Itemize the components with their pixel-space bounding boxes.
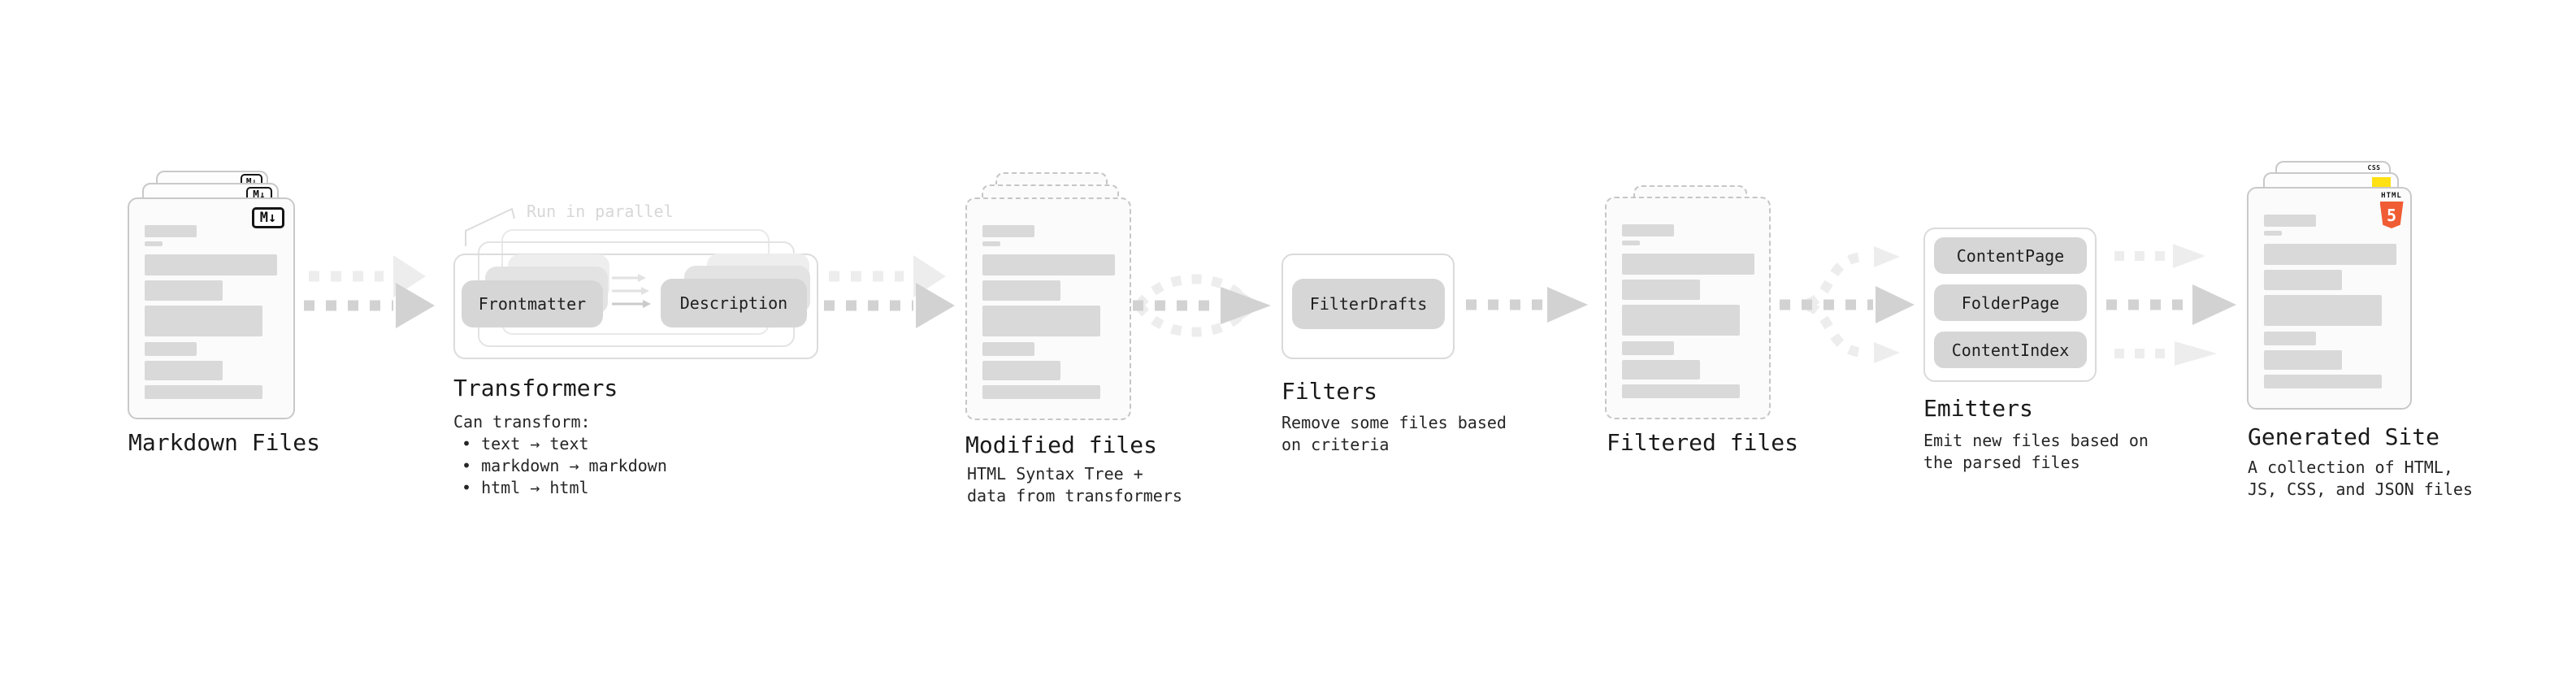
html5-badge-label: HTML (2381, 192, 2402, 200)
transformer-pill-frontmatter: Frontmatter (462, 280, 603, 327)
content-line (145, 342, 197, 356)
emitter-pill-contentindex: ContentIndex (1934, 332, 2087, 368)
markdown-file-card: M↓ (128, 197, 295, 419)
content-line (982, 385, 1100, 399)
html5-icon: HTML 5 (2379, 193, 2405, 228)
caption-bullet: • markdown → markdown (462, 456, 667, 475)
caption-bullet: • text → text (462, 434, 589, 453)
content-line (2264, 231, 2282, 236)
filtered-file-card (1605, 197, 1771, 419)
stage-title-emitters: Emitters (1923, 395, 2033, 422)
content-line (1622, 305, 1740, 336)
stage-title-markdown-files: Markdown Files (128, 429, 321, 456)
transformer-pill-description: Description (661, 279, 807, 327)
content-line (145, 241, 163, 246)
content-line (145, 225, 197, 237)
document-content-lines (2264, 215, 2396, 388)
javascript-icon (2372, 177, 2391, 188)
modified-file-card (965, 197, 1131, 420)
caption-line: Remove some files based (1281, 413, 1507, 432)
content-line (1622, 224, 1674, 236)
content-line (982, 254, 1115, 275)
css-badge-label: CSS (2367, 164, 2381, 171)
caption-line: Emit new files based on (1923, 431, 2149, 450)
caption-bullet: • html → html (462, 478, 589, 497)
emitter-pill-folderpage: FolderPage (1934, 284, 2087, 321)
stage-title-transformers: Transformers (453, 375, 618, 401)
content-line (2264, 215, 2316, 227)
content-line (982, 241, 1000, 246)
content-line (1622, 280, 1700, 300)
stage-caption-generated-site: A collection of HTML, JS, CSS, and JSON … (2248, 457, 2473, 501)
document-content-lines (145, 225, 277, 399)
content-line (145, 385, 262, 399)
markdown-icon: M↓ (252, 207, 284, 228)
stage-title-filtered-files: Filtered files (1607, 429, 1799, 456)
content-line (982, 225, 1034, 237)
content-line (145, 306, 262, 336)
flow-arrow-pair-icon (824, 255, 955, 328)
emitter-pill-contentpage: ContentPage (1934, 237, 2087, 274)
content-line (982, 280, 1060, 301)
content-line (982, 342, 1034, 356)
content-line (2264, 295, 2382, 326)
caption-line: data from transformers (967, 486, 1182, 505)
stage-title-filters: Filters (1281, 378, 1378, 405)
content-line (1622, 254, 1754, 275)
flow-arrow-icon (1466, 287, 1588, 323)
stage-caption-emitters: Emit new files based on the parsed files (1923, 430, 2149, 474)
caption-line: HTML Syntax Tree + (967, 464, 1143, 484)
html-file-card: HTML 5 (2247, 187, 2412, 410)
stage-caption-modified-files: HTML Syntax Tree + data from transformer… (967, 463, 1182, 507)
flow-arrow-triple-icon (2106, 244, 2236, 366)
stage-title-modified-files: Modified files (965, 432, 1158, 458)
content-line (1622, 341, 1674, 355)
content-line (2264, 375, 2382, 388)
stage-caption-filters: Remove some files based on criteria (1281, 412, 1507, 456)
content-line (145, 280, 223, 301)
content-line (2264, 270, 2342, 290)
caption-line: A collection of HTML, (2248, 458, 2453, 477)
document-content-lines (1622, 224, 1754, 398)
parallel-connector-line (465, 207, 515, 246)
content-line (2264, 244, 2396, 265)
content-line (982, 361, 1060, 380)
content-line (145, 361, 223, 380)
flow-arrow-diverge-icon (1758, 246, 1915, 363)
content-line (2264, 350, 2342, 370)
caption-line: on criteria (1281, 435, 1390, 454)
html5-shield: 5 (2379, 202, 2404, 228)
stage-title-generated-site: Generated Site (2248, 423, 2440, 450)
caption-line: Can transform: (453, 412, 591, 432)
content-line (1622, 241, 1640, 245)
content-line (1622, 360, 1700, 380)
filter-pill-filterdrafts: FilterDrafts (1292, 279, 1445, 329)
stage-caption-transformers: Can transform: • text → text • markdown … (453, 411, 667, 499)
flow-arrow-pair-icon (304, 255, 435, 328)
caption-line: JS, CSS, and JSON files (2248, 479, 2473, 499)
document-content-lines (982, 225, 1115, 399)
content-line (2264, 332, 2316, 345)
content-line (1622, 384, 1740, 398)
content-line (145, 254, 277, 275)
content-line (982, 306, 1100, 336)
pipeline-step-arrows-icon (612, 274, 651, 308)
caption-line: the parsed files (1923, 453, 2080, 472)
transformer-box (453, 254, 818, 359)
run-in-parallel-label: Run in parallel (527, 202, 674, 221)
flow-arrow-converge-icon (1133, 274, 1271, 337)
